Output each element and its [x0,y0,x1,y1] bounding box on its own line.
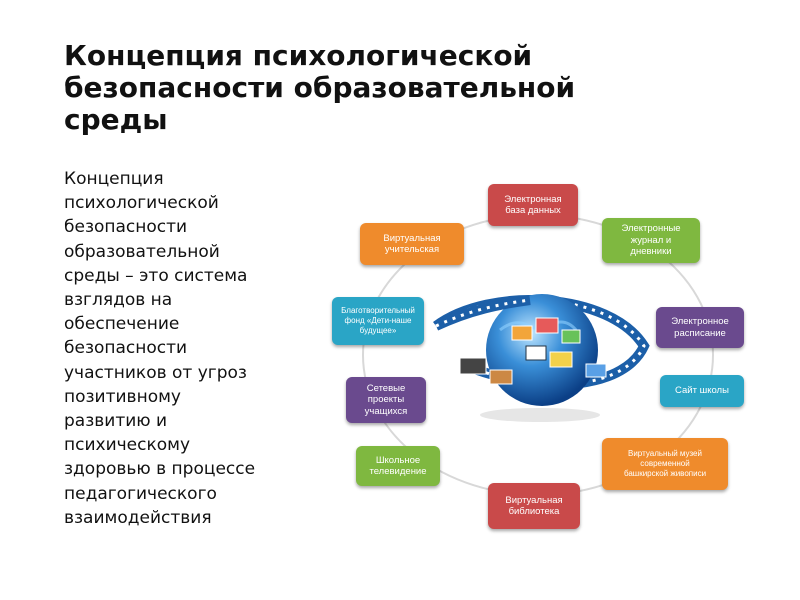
body-line: психологической [64,193,219,214]
node-label: Сетевые проекты учащихся [364,382,408,417]
globe-icon [433,294,650,422]
node-label: Электронные журнал и дневники [621,223,681,258]
node-label: Школьное телевидение [369,454,427,478]
body-line: взглядов на [64,290,173,311]
body-line: безопасности [64,217,188,238]
node-label: Виртуальная библиотека [505,494,563,518]
node-label: Виртуальный музей современной башкирской… [623,449,707,478]
node-teacher: Виртуальная учительская [360,223,464,265]
body-line: взаимодействия [64,507,212,528]
node-label: Благотворительный фонд «Дети-наше будуще… [341,306,415,335]
node-label: Виртуальная учительская [383,232,441,256]
node-db: Электронная база данных [488,184,578,226]
title-line: безопасности образовательной [64,71,576,104]
definition-text: Концепция психологической безопасности о… [64,167,324,530]
title-line: Концепция психологической [64,39,533,72]
body-line: позитивному [64,386,181,407]
body-line: здоровью в процессе [64,459,256,480]
node-label: Электронная база данных [504,193,562,217]
title-line: среды [64,103,168,136]
slide-title: Концепция психологической безопасности о… [64,40,704,136]
body-line: психическому [64,435,191,456]
node-fund: Благотворительный фонд «Дети-наше будуще… [332,297,424,345]
node-projects: Сетевые проекты учащихся [346,377,426,423]
node-museum: Виртуальный музей современной башкирской… [602,438,728,490]
body-line: Концепция [64,169,164,189]
body-line: участников от угроз [64,362,247,383]
node-tv: Школьное телевидение [356,446,440,486]
node-label: Электронное расписание [671,316,729,339]
body-line: среды – это система [64,265,248,286]
body-line: обеспечение [64,314,180,335]
node-journal: Электронные журнал и дневники [602,218,700,263]
node-label: Сайт школы [675,385,729,397]
body-line: педагогического [64,483,217,504]
education-environment-diagram: Электронная база данных Электронные журн… [330,175,770,535]
node-site: Сайт школы [660,375,744,407]
body-line: безопасности [64,338,188,359]
node-library: Виртуальная библиотека [488,483,580,529]
node-schedule: Электронное расписание [656,307,744,348]
body-line: образовательной [64,241,220,262]
body-line: развитию и [64,411,168,432]
